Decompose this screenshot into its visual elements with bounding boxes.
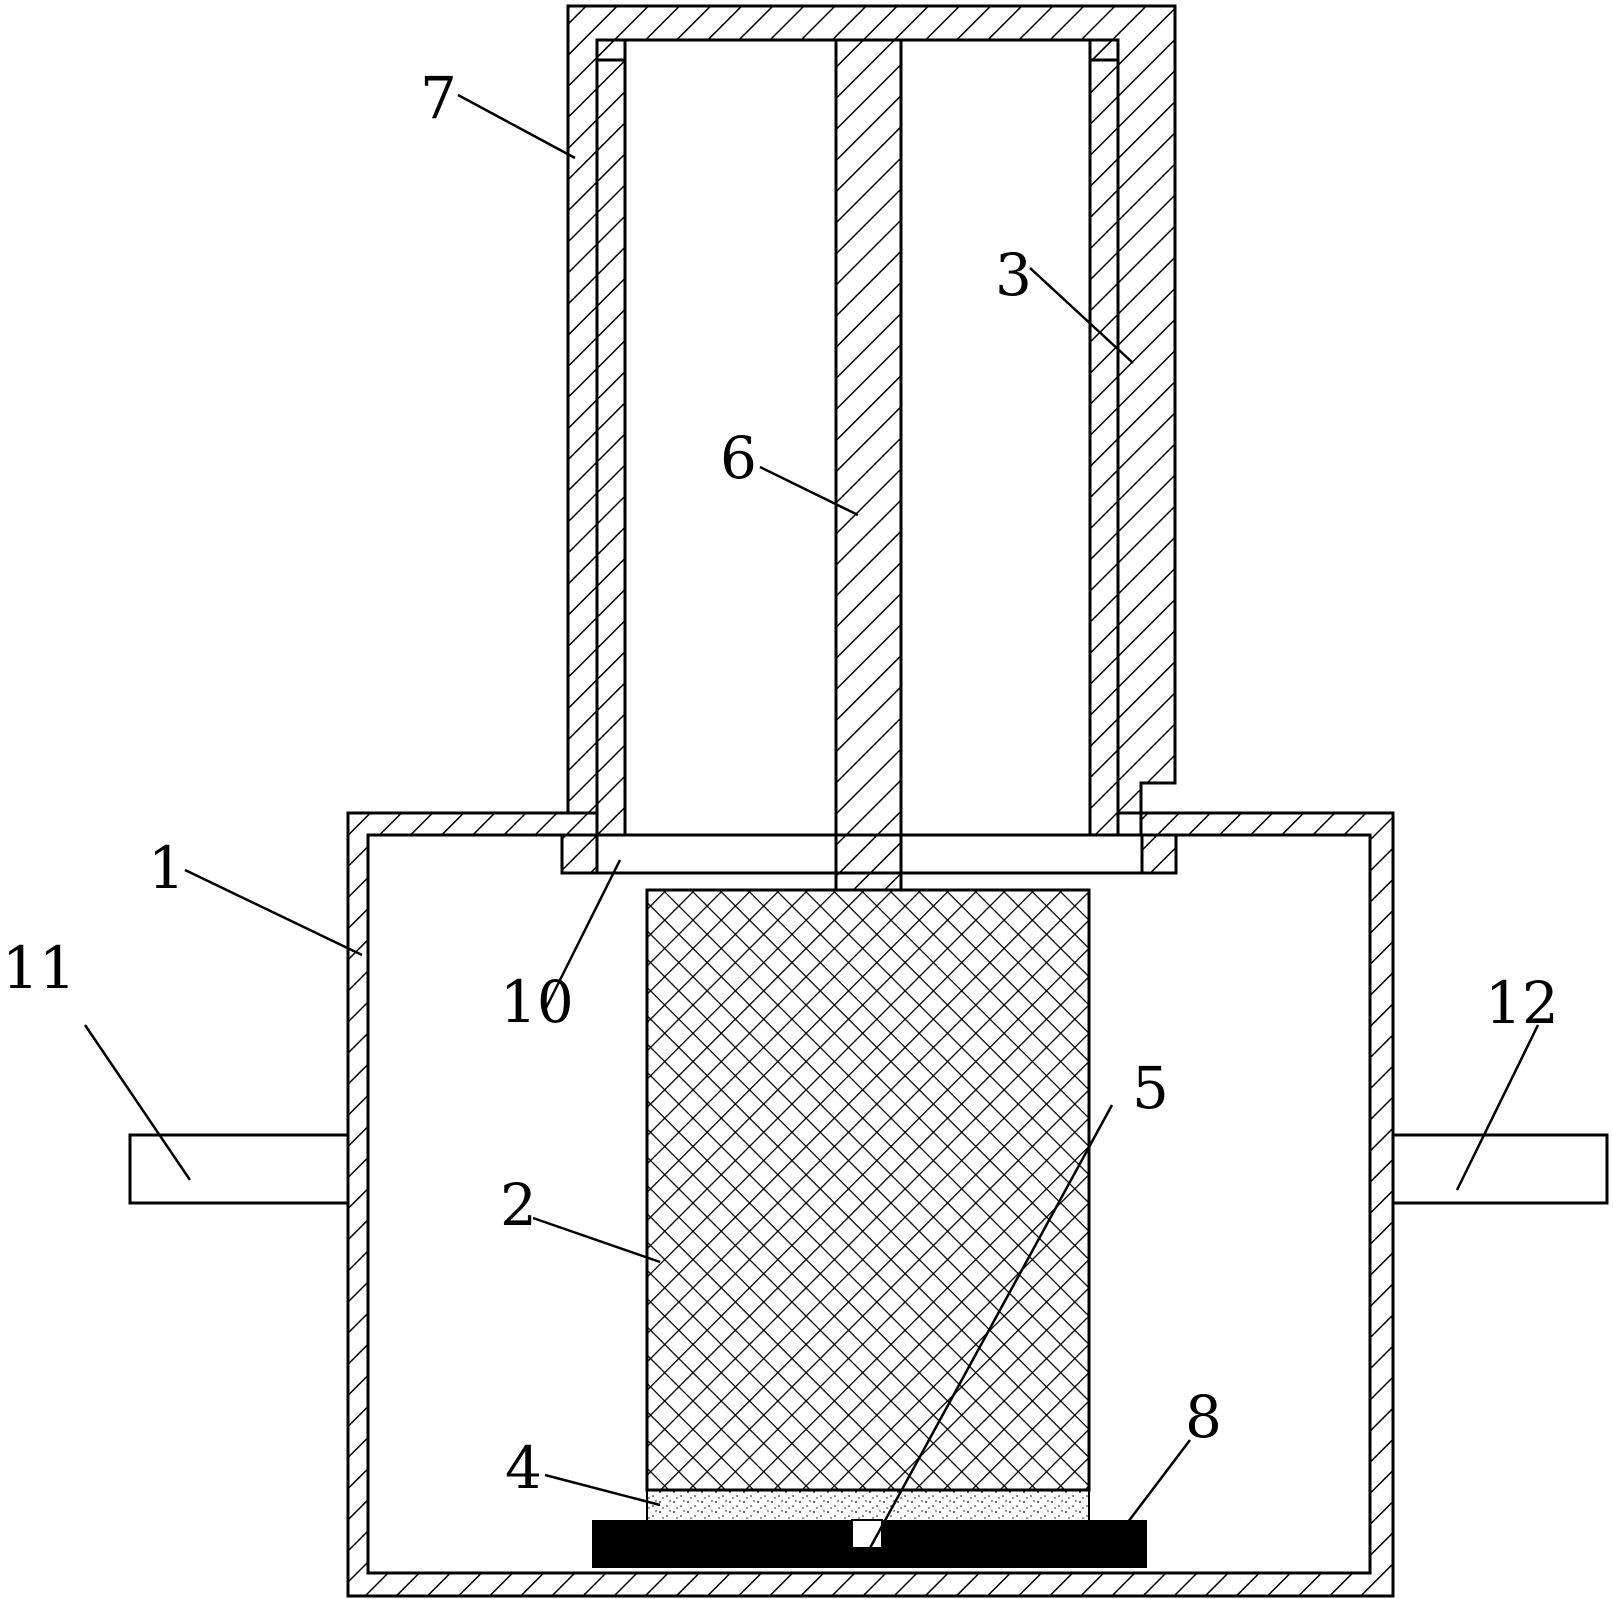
sand-layer	[646, 1489, 1090, 1523]
label-11: 11	[2, 934, 76, 1002]
filter-block	[645, 888, 1091, 1492]
label-1: 1	[148, 834, 185, 902]
label-12: 12	[1485, 969, 1559, 1037]
leader-lines	[83, 93, 1540, 1549]
label-7: 7	[420, 64, 457, 132]
labels: 7 3 6 1 11 10 12 5 2 8 4	[2, 64, 1559, 1502]
label-5: 5	[1132, 1054, 1169, 1122]
flange-ring	[560, 833, 1178, 875]
label-8: 8	[1185, 1383, 1222, 1451]
label-4: 4	[505, 1434, 542, 1502]
inlet-pipe	[128, 1133, 350, 1205]
rod	[834, 38, 903, 892]
label-2: 2	[500, 1171, 537, 1239]
outlet-pipe	[1391, 1133, 1609, 1205]
label-10: 10	[500, 968, 574, 1036]
label-6: 6	[720, 424, 757, 492]
label-3: 3	[995, 241, 1032, 309]
